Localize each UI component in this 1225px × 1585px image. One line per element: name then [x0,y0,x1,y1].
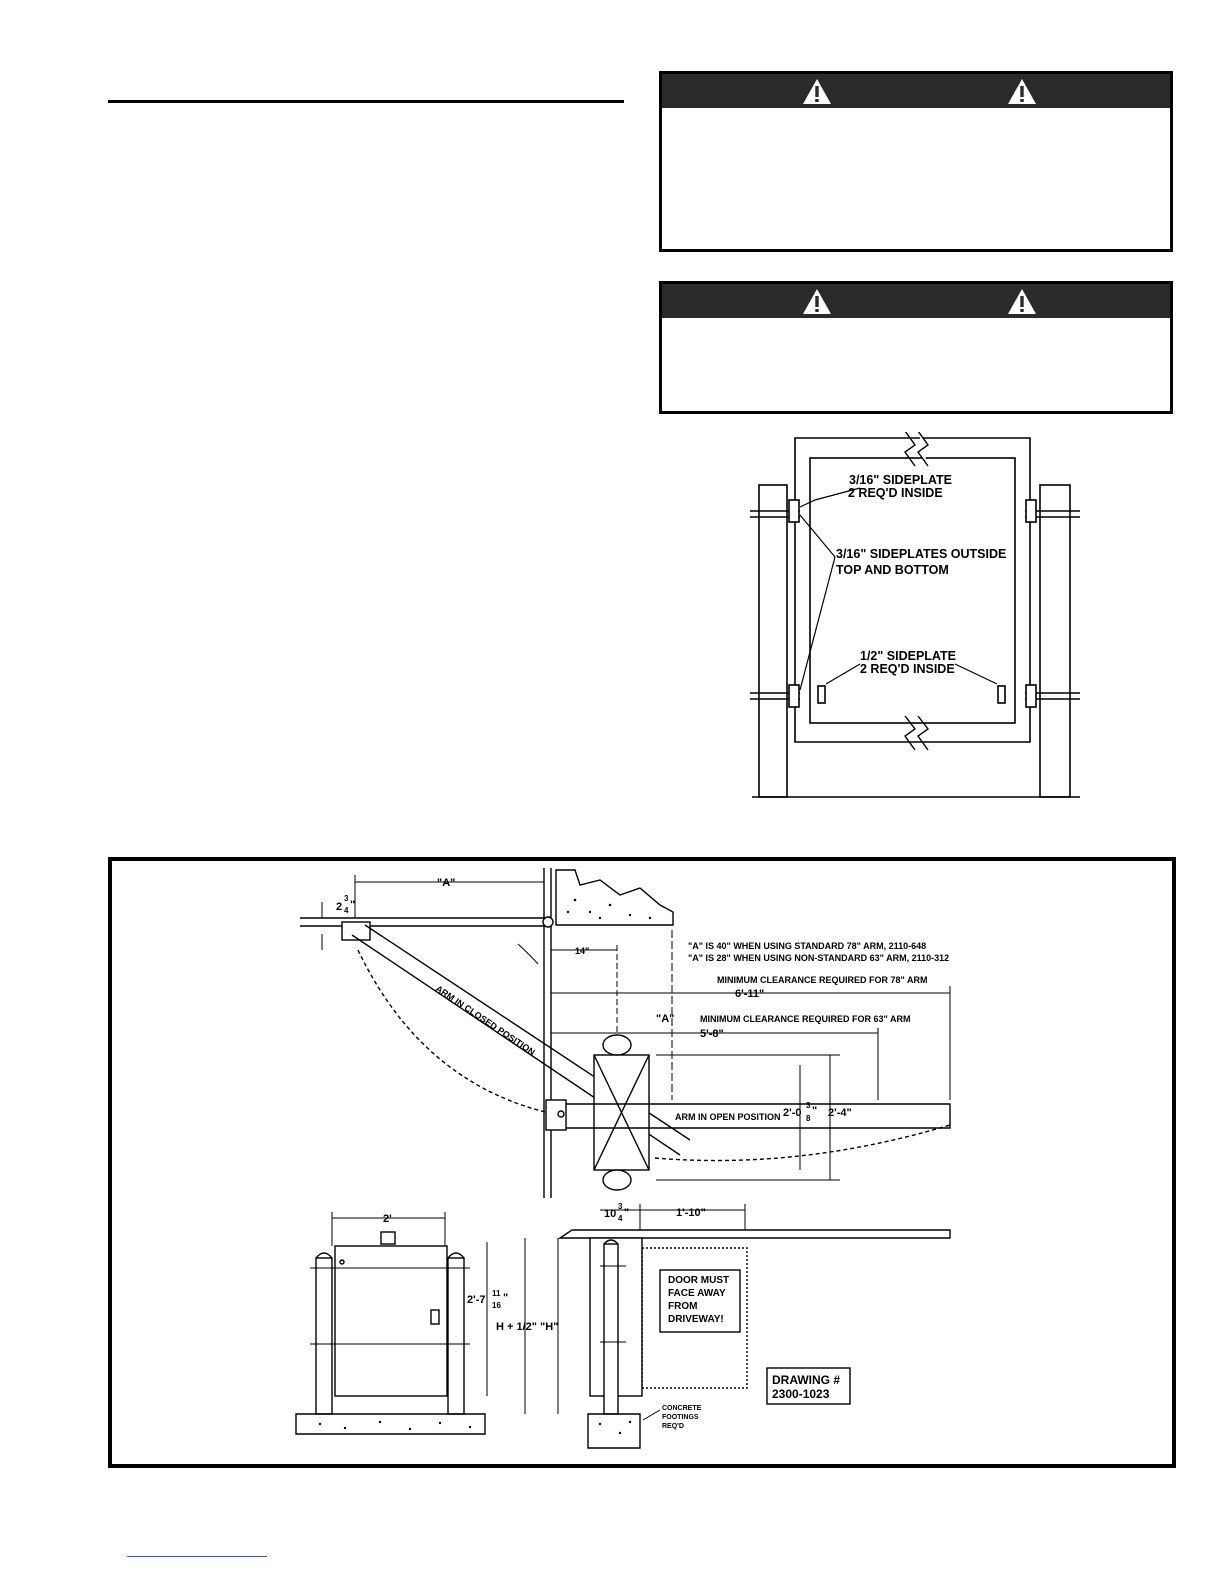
dim-2-3-4-whole: 2 [336,901,342,913]
footing-note-line: FOOTINGS [662,1414,699,1421]
dim-1-10: 1'-10" [676,1207,706,1219]
footing-note-line: REQ'D [662,1423,684,1430]
arm-open-label: ARM IN OPEN POSITION [675,1112,781,1122]
min-clearance-63: MINIMUM CLEARANCE REQUIRED FOR 63" ARM [700,1014,910,1024]
note-a-40: "A" IS 40" WHEN USING STANDARD 78" ARM, … [688,941,926,951]
dim-2-3-4-unit: " [350,899,355,911]
dim-10-whole: 10 [604,1208,616,1220]
dim-10-unit: " [624,1207,629,1219]
dim-h-num: 11 [492,1289,501,1298]
dim-14: 14" [575,946,589,956]
dim-5-8: 5'-8" [700,1028,724,1040]
dim-h-den: 16 [492,1301,501,1310]
dim-2-4: 2'-4" [828,1107,852,1119]
dim-2ft: 2' [383,1213,392,1225]
arm-clearance-diagram: ARM IN CLOSED POSITION ARM IN OPEN POSIT… [295,868,951,1449]
dim-6-11: 6'-11" [735,988,764,1000]
dim-10-den: 4 [618,1214,623,1223]
warning-triangle-icon [1008,289,1036,314]
dim-2-0-den: 8 [806,1114,811,1123]
arm-closed-label: ARM IN CLOSED POSITION [434,983,537,1057]
half-sideplate-label: 1/2" SIDEPLATE [860,649,956,663]
drawing-number: 2300-1023 [772,1387,830,1401]
note-a-28: "A" IS 28" WHEN USING NON-STANDARD 63" A… [688,953,949,963]
dim-2-3-4-num: 3 [344,894,349,903]
dim-a-mid: "A" [656,1013,674,1025]
warning-header-bar [662,284,1170,318]
post-sideplate-diagram: 3/16" SIDEPLATE 2 REQ'D INSIDE 3/16" SID… [750,432,1080,798]
dim-2-3-4-den: 4 [344,906,349,915]
door-note-line: FROM [668,1301,697,1312]
footer-link-underline [127,1556,267,1557]
warning-header-bar [662,74,1170,108]
section-heading-rule [108,100,624,103]
dim-2-0-num: 3 [806,1101,811,1110]
sideplate-inside-label: 2 REQ'D INSIDE [848,486,943,500]
dim-h-half: H + 1/2" "H" [496,1321,558,1333]
sideplate-inside-label: 3/16" SIDEPLATE [849,473,952,487]
dim-10-num: 3 [618,1202,623,1211]
half-sideplate-label: 2 REQ'D INSIDE [860,662,955,676]
warning-box-1 [659,71,1173,252]
dim-h-unit: " [503,1292,508,1304]
arm-clearance-drawing-frame: ARM IN CLOSED POSITION ARM IN OPEN POSIT… [108,857,1176,1468]
dim-2-0-unit: " [812,1105,817,1117]
dim-a-top: "A" [437,877,455,889]
warning-triangle-icon [803,79,831,104]
footing-note-line: CONCRETE [662,1405,702,1412]
warning-box-2 [659,281,1173,414]
drawing-label: DRAWING # [772,1373,840,1387]
min-clearance-78: MINIMUM CLEARANCE REQUIRED FOR 78" ARM [717,975,927,985]
door-note-line: DOOR MUST [668,1275,729,1286]
sideplates-outside-label: TOP AND BOTTOM [836,563,949,577]
dim-h-whole: 2'-7 [467,1294,486,1306]
warning-triangle-icon [1008,79,1036,104]
door-note-line: FACE AWAY [668,1288,726,1299]
door-note-line: DRIVEWAY! [668,1314,724,1325]
warning-triangle-icon [803,289,831,314]
dim-2-0-whole: 2'-0 [783,1107,802,1119]
sideplates-outside-label: 3/16" SIDEPLATES OUTSIDE [836,547,1006,561]
